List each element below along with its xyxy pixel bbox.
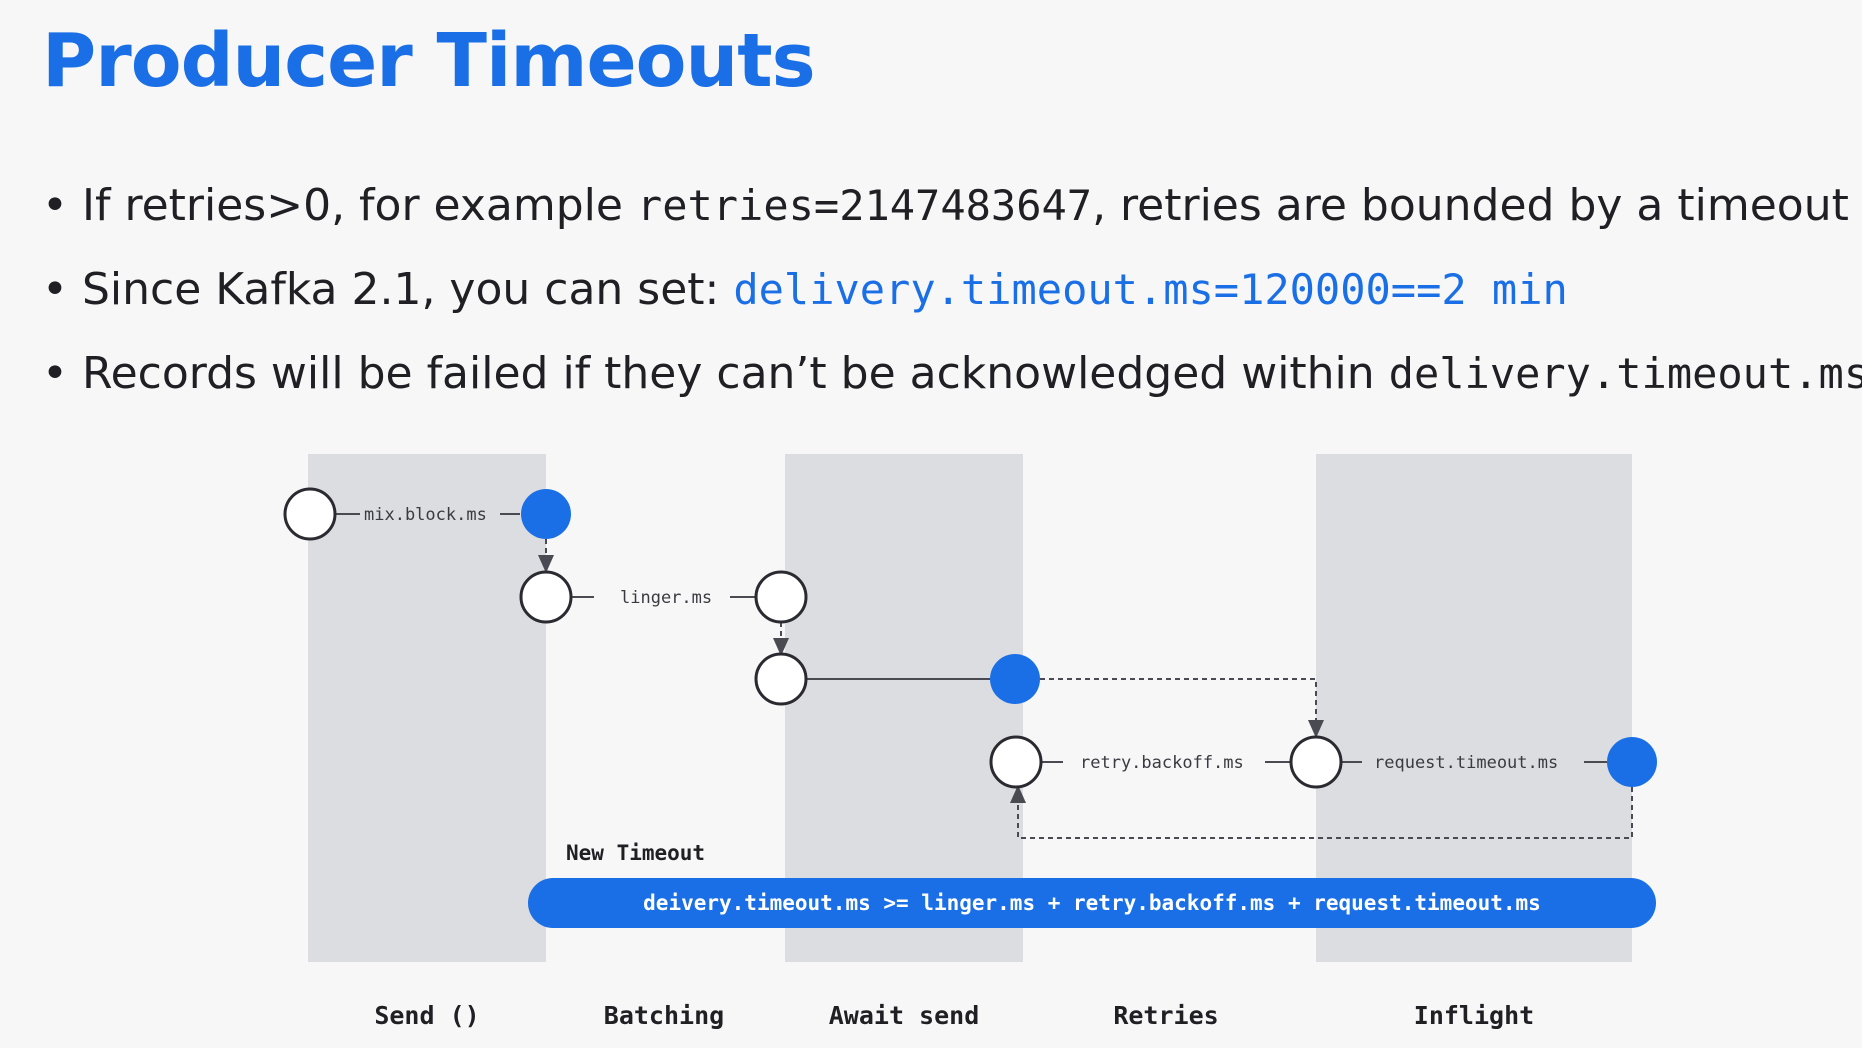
- column-send-bg: [308, 454, 546, 962]
- node-batching-end: [754, 570, 808, 624]
- column-label-send: Send (): [374, 1001, 479, 1030]
- label-request-timeout: request.timeout.ms: [1374, 753, 1558, 773]
- node-inflight-end: [1607, 737, 1657, 787]
- bullet-item: • Records will be failed if they can’t b…: [40, 344, 1862, 428]
- label-linger: linger.ms: [620, 588, 712, 608]
- bullet-code-highlight: delivery.timeout.ms=120000==2 min: [733, 265, 1568, 314]
- new-timeout-label: New Timeout: [566, 841, 705, 865]
- bullet-code: delivery.timeout.ms: [1388, 349, 1862, 398]
- column-await-send-bg: [785, 454, 1023, 962]
- node-send-end: [521, 489, 571, 539]
- column-label-batching: Batching: [604, 1001, 724, 1030]
- column-inflight-bg: [1316, 454, 1632, 962]
- column-label-await-send: Await send: [829, 1001, 980, 1030]
- retry-dashed-arrow: [1040, 678, 1324, 738]
- bullet-dot: •: [42, 348, 68, 399]
- bullet-item: • Since Kafka 2.1, you can set: delivery…: [40, 260, 1862, 344]
- page-title: Producer Timeouts: [42, 18, 816, 104]
- label-max-block: mix.block.ms: [364, 505, 487, 525]
- node-batching-start: [519, 570, 573, 624]
- bullet-text: If retries>0, for example: [82, 180, 637, 231]
- node-send-start: [283, 487, 337, 541]
- bullet-text: Since Kafka 2.1, you can set:: [82, 264, 734, 315]
- bullet-dot: •: [42, 264, 68, 315]
- node-await-end: [990, 654, 1040, 704]
- bullet-code: retries=2147483647: [636, 181, 1093, 230]
- node-await-start: [754, 652, 808, 706]
- bullet-text-tail: , retries are bounded by a timeout: [1092, 180, 1849, 231]
- column-label-retries: Retries: [1113, 1001, 1218, 1030]
- node-retry-start: [989, 735, 1043, 789]
- label-retry-backoff: retry.backoff.ms: [1080, 753, 1244, 773]
- bullet-list: • If retries>0, for example retries=2147…: [40, 176, 1862, 428]
- node-inflight-start: [1289, 735, 1343, 789]
- formula-banner: [528, 878, 1656, 928]
- bullet-text: Records will be failed if they can’t be …: [82, 348, 1389, 399]
- column-label-inflight: Inflight: [1414, 1001, 1534, 1030]
- return-dashed-arrow: [1010, 785, 1633, 839]
- bullet-item: • If retries>0, for example retries=2147…: [40, 176, 1862, 260]
- formula-text: deivery.timeout.ms >= linger.ms + retry.…: [643, 891, 1541, 915]
- bullet-dot: •: [42, 180, 68, 231]
